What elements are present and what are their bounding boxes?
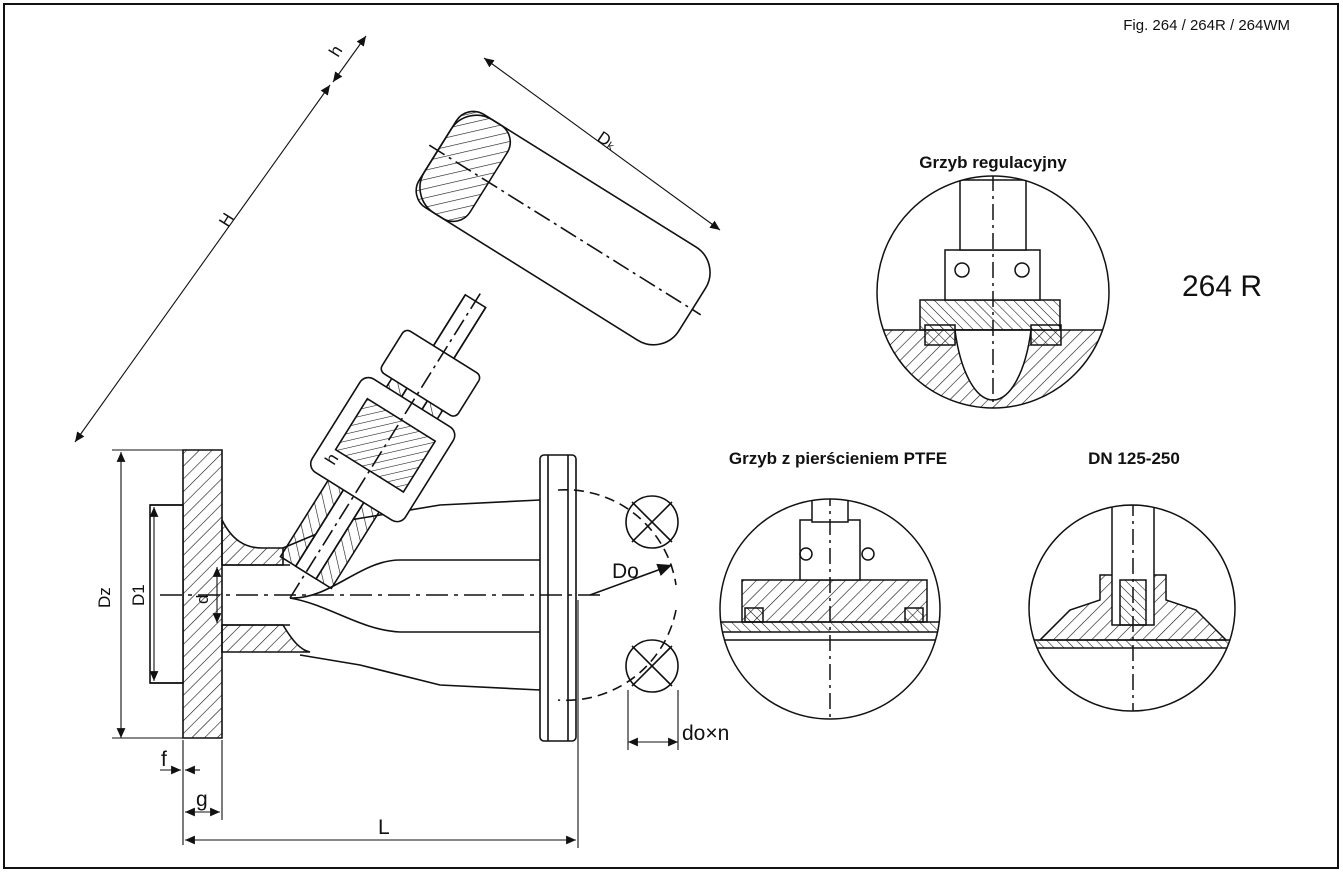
detail-title-ptfe-plug: Grzyb z pierścieniem PTFE xyxy=(729,449,947,468)
dim-label-L: L xyxy=(378,816,390,839)
outlet-flange xyxy=(539,454,577,742)
dim-label-f: f xyxy=(161,748,167,771)
dim-label-Dk: Dₖ xyxy=(594,128,621,155)
dim-label-d: d xyxy=(193,595,212,604)
dim-label-Dz: Dz xyxy=(95,587,114,608)
figure-label: Fig. 264 / 264R / 264WM xyxy=(1123,17,1290,34)
valve-main-view xyxy=(149,110,711,742)
dim-label-D1: D1 xyxy=(129,584,148,606)
dim-label-g: g xyxy=(196,788,208,811)
dim-label-do-n: do×n xyxy=(682,722,729,745)
bolt-hole-top xyxy=(625,495,679,549)
bonnet-assembly xyxy=(279,292,487,599)
model-label: 264 R xyxy=(1182,270,1262,303)
detail-dn-range xyxy=(1028,504,1236,712)
dimension-lines xyxy=(74,35,721,848)
dim-label-H: H xyxy=(215,210,238,230)
dim-label-Do: Do xyxy=(612,560,639,583)
inlet-flange xyxy=(182,449,223,739)
detail-title-control-plug: Grzyb regulacyjny xyxy=(919,153,1067,172)
bolt-hole-bottom xyxy=(625,639,679,693)
detail-control-plug xyxy=(876,175,1110,409)
drawing-frame xyxy=(3,3,1339,869)
detail-ptfe-plug xyxy=(719,498,941,720)
dim-label-h: h xyxy=(325,42,346,60)
detail-title-dn-range: DN 125-250 xyxy=(1088,449,1180,468)
